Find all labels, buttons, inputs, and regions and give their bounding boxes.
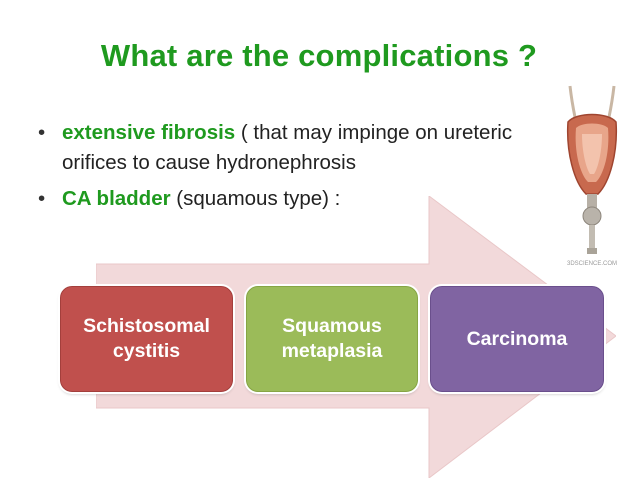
process-step-label: Carcinoma: [466, 327, 568, 350]
bullet-highlight: CA bladder: [62, 187, 171, 210]
bullet-marker: •: [38, 121, 46, 144]
bladder-anatomy-image: 3DSCIENCE.COM: [566, 85, 618, 267]
slide-title: What are the complications ?: [100, 38, 538, 73]
bullet-item: • extensive fibrosis ( that may impinge …: [38, 118, 558, 178]
bullet-text: ( that may impinge on ureteric orifices …: [62, 121, 513, 174]
process-step-label: Schistosomal cystitis: [83, 315, 210, 362]
image-watermark: 3DSCIENCE.COM: [567, 261, 617, 267]
bullet-text: (squamous type) :: [170, 187, 341, 210]
bullet-highlight: extensive fibrosis: [62, 121, 236, 144]
process-step-carcinoma: Carcinoma: [430, 286, 604, 392]
bullet-item: • CA bladder (squamous type) :: [38, 184, 558, 214]
process-step-label: Squamous metaplasia: [281, 315, 383, 362]
bullet-list: • extensive fibrosis ( that may impinge …: [38, 118, 558, 214]
bullet-marker: •: [38, 187, 46, 210]
process-step-squamous-metaplasia: Squamous metaplasia: [246, 286, 418, 392]
process-step-schistosomal-cystitis: Schistosomal cystitis: [60, 286, 233, 392]
